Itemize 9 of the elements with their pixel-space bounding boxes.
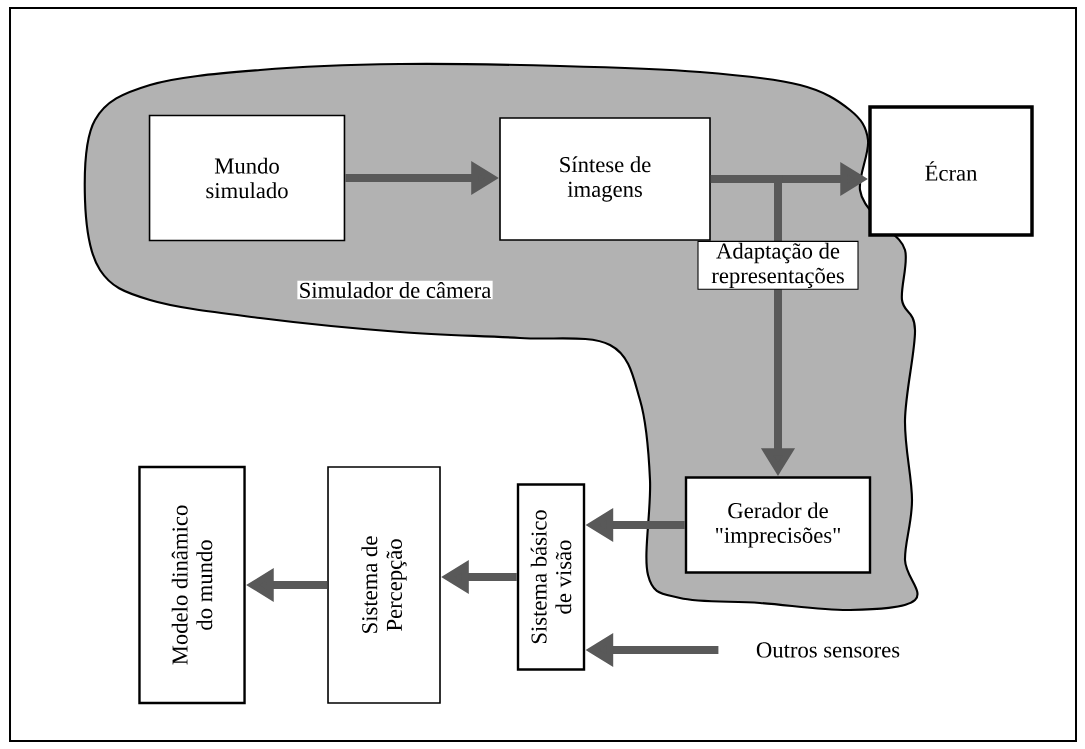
- process-box: Sistema de Percepção: [327, 466, 441, 704]
- process-box: Síntese de imagens: [499, 117, 711, 241]
- output-box: Écran: [868, 105, 1034, 237]
- edge-label: Adaptação de representações: [697, 240, 859, 290]
- process-box: Mundo simulado: [148, 114, 346, 242]
- process-box: Modelo dinâmico do mundo: [138, 465, 246, 705]
- input-label: Outros sensores: [756, 642, 900, 658]
- process-box: Gerador de "imprecisões": [684, 476, 872, 574]
- process-box: Sistema básico de visão: [516, 483, 586, 671]
